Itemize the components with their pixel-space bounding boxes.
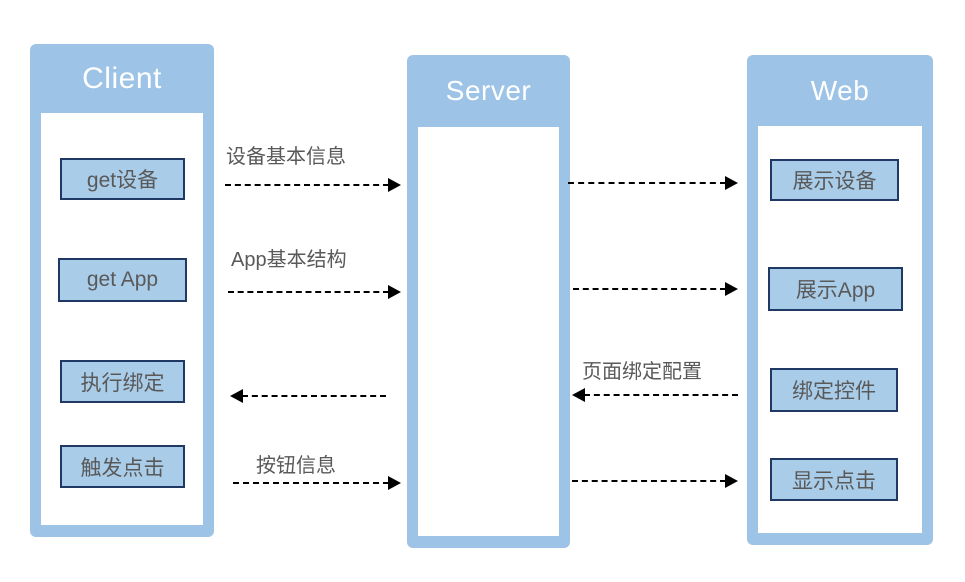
label-app-structure: App基本结构 [231, 249, 347, 271]
arrowhead-left-icon [572, 388, 585, 402]
dashed-line [568, 182, 726, 184]
client-button-get-app: get App [58, 258, 187, 302]
dashed-line [572, 480, 726, 482]
arrowhead-right-icon [725, 176, 738, 190]
arrow-server-to-web-show-app [573, 281, 738, 297]
arrowhead-right-icon [388, 178, 401, 192]
dashed-line [228, 291, 389, 293]
arrow-server-to-client-binding [230, 388, 386, 404]
dashed-line [225, 184, 389, 186]
arrowhead-right-icon [388, 476, 401, 490]
dashed-line [233, 482, 389, 484]
dashed-line [573, 288, 726, 290]
server-column-title: Server [445, 75, 532, 106]
arrow-client-to-server-button-info [233, 475, 401, 491]
web-button-bind-control: 绑定控件 [770, 368, 898, 412]
web-button-show-device: 展示设备 [770, 159, 899, 201]
client-button-get-device: get设备 [60, 158, 185, 200]
arrow-client-to-server-app-structure [228, 284, 401, 300]
arrowhead-right-icon [725, 474, 738, 488]
arrow-server-to-web-show-click [572, 473, 738, 489]
client-button-trigger-click: 触发点击 [60, 445, 185, 488]
web-column-title: Web [810, 75, 870, 106]
label-button-info: 按钮信息 [256, 455, 336, 477]
label-page-binding: 页面绑定配置 [582, 361, 702, 383]
arrowhead-left-icon [230, 389, 243, 403]
arrow-web-to-server-page-binding [572, 387, 738, 403]
arrowhead-right-icon [388, 285, 401, 299]
dashed-line [584, 394, 738, 396]
arrow-server-to-web-show-device [568, 175, 738, 191]
client-column-title: Client [82, 62, 162, 95]
server-column: Server [407, 55, 570, 548]
server-column-body [418, 127, 559, 536]
web-button-show-app: 展示App [768, 267, 903, 311]
client-button-execute-binding: 执行绑定 [60, 360, 185, 403]
dashed-line [242, 395, 386, 397]
web-button-display-click: 显示点击 [770, 458, 898, 501]
arrowhead-right-icon [725, 282, 738, 296]
arrow-client-to-server-device-info [225, 177, 401, 193]
label-device-info: 设备基本信息 [226, 146, 346, 168]
